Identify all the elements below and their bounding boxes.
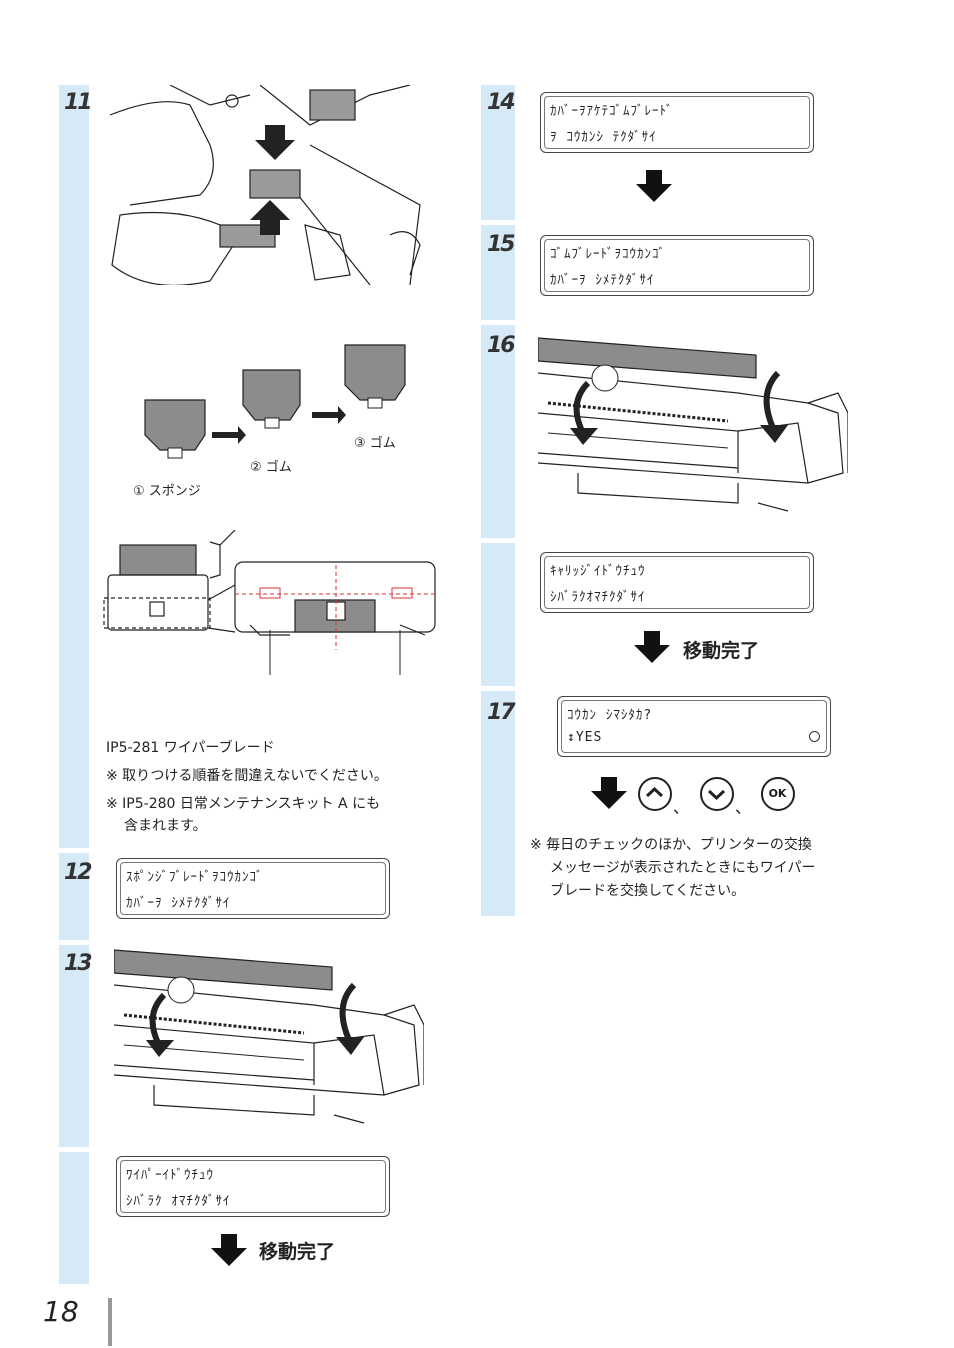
lcd-line-2: ↕YES: [567, 730, 603, 745]
step-16b-band: [481, 543, 515, 686]
step-number-13: 13: [64, 951, 93, 976]
down-arrow-icon: [636, 170, 672, 202]
part-number: IP5-281 ワイパーブレード: [106, 740, 275, 756]
label-rubber-2: ② ゴム: [250, 460, 292, 475]
blade-alignment-illustration: [103, 530, 436, 675]
up-button-icon: [638, 777, 672, 811]
lcd-line-2: ｼﾊﾞﾗｸｵﾏﾁｸﾀﾞｻｲ: [550, 590, 646, 605]
step-number-16: 16: [487, 333, 516, 358]
lcd-display-15: ｺﾞﾑﾌﾞﾚｰﾄﾞｦｺｳｶﾝｺﾞ ｶﾊﾞｰｦ ｼﾒﾃｸﾀﾞｻｲ: [540, 235, 814, 296]
note-replace-2: メッセージが表示されたときにもワイパー: [550, 860, 816, 876]
step-13-band: [59, 945, 89, 1147]
lcd-line-2: ｶﾊﾞｰｦ ｼﾒﾃｸﾀﾞｻｲ: [550, 273, 655, 288]
printer-close-cover-illustration-16: [538, 337, 848, 512]
movement-complete-label: 移動完了: [259, 1241, 336, 1263]
note-kit: ※ IP5-280 日常メンテナンスキット A にも: [106, 796, 381, 812]
step-number-15: 15: [487, 232, 516, 257]
lcd-display-17: ｺｳｶﾝ ｼﾏｼﾀｶ? ↕YES: [557, 696, 831, 757]
separator: 、: [735, 798, 752, 817]
lcd-line-1: ｺﾞﾑﾌﾞﾚｰﾄﾞｦｺｳｶﾝｺﾞ: [550, 247, 666, 262]
lcd-line-2: ｦ ｺｳｶﾝｼ ﾃｸﾀﾞｻｲ: [550, 130, 657, 145]
step-13b-band: [59, 1152, 89, 1284]
step-number-12: 12: [64, 860, 93, 885]
lcd-line-2: ｼﾊﾞﾗｸ ｵﾏﾁｸﾀﾞｻｲ: [126, 1194, 231, 1209]
ok-label: OK: [768, 787, 787, 800]
step-16-band: [481, 325, 515, 538]
lcd-display-14: ｶﾊﾞｰｦｱｹﾃｺﾞﾑﾌﾞﾚｰﾄﾞ ｦ ｺｳｶﾝｼ ﾃｸﾀﾞｻｲ: [540, 92, 814, 153]
lcd-line-1: ｽﾎﾟﾝｼﾞﾌﾞﾚｰﾄﾞｦｺｳｶﾝｺﾞ: [126, 870, 264, 885]
wiper-blade-install-illustration: [110, 85, 421, 285]
down-arrow-icon: [634, 631, 670, 663]
step-number-11: 11: [64, 90, 93, 115]
lcd-display-12: ｽﾎﾟﾝｼﾞﾌﾞﾚｰﾄﾞｦｺｳｶﾝｺﾞ ｶﾊﾞｰｦ ｼﾒﾃｸﾀﾞｻｲ: [116, 858, 390, 919]
lcd-line-2: ｶﾊﾞｰｦ ｼﾒﾃｸﾀﾞｻｲ: [126, 896, 231, 911]
blade-order-illustration: [144, 344, 406, 459]
printer-close-cover-illustration-13: [114, 949, 424, 1124]
lcd-display-16: ｷｬﾘｯｼﾞｲﾄﾞｳﾁｭｳ ｼﾊﾞﾗｸｵﾏﾁｸﾀﾞｻｲ: [540, 552, 814, 613]
step-14-band: [481, 85, 515, 220]
step-11-band: [59, 85, 89, 848]
movement-complete-label: 移動完了: [683, 640, 760, 662]
note-replace-1: ※ 毎日のチェックのほか、プリンターの交換: [530, 837, 812, 853]
step-number-17: 17: [487, 700, 516, 725]
note-order: ※ 取りつける順番を間違えないでください。: [106, 768, 388, 784]
lcd-display-13: ﾜｲﾊﾟｰｲﾄﾞｳﾁｭｳ ｼﾊﾞﾗｸ ｵﾏﾁｸﾀﾞｻｲ: [116, 1156, 390, 1217]
step-17-band: [481, 691, 515, 916]
lcd-line-1: ﾜｲﾊﾟｰｲﾄﾞｳﾁｭｳ: [126, 1168, 214, 1183]
step-15-band: [481, 225, 515, 320]
step-number-14: 14: [487, 90, 516, 115]
step-12-band: [59, 853, 89, 940]
down-button-icon: [700, 777, 734, 811]
enter-indicator-icon: [809, 731, 820, 742]
page-margin-bar: [108, 1298, 112, 1346]
page-number: 18: [43, 1295, 79, 1328]
separator: 、: [673, 798, 690, 817]
lcd-line-1: ｶﾊﾞｰｦｱｹﾃｺﾞﾑﾌﾞﾚｰﾄﾞ: [550, 104, 674, 119]
ok-button-icon: OK: [761, 777, 795, 811]
note-replace-3: ブレードを交換してください。: [550, 883, 746, 899]
down-arrow-icon: [211, 1234, 247, 1266]
lcd-line-1: ｷｬﾘｯｼﾞｲﾄﾞｳﾁｭｳ: [550, 564, 646, 579]
note-kit-cont: 含まれます。: [124, 818, 207, 834]
lcd-line-1: ｺｳｶﾝ ｼﾏｼﾀｶ?: [567, 708, 653, 723]
down-arrow-icon: [591, 777, 627, 809]
label-rubber-3: ③ ゴム: [354, 436, 396, 451]
label-sponge: ① スポンジ: [133, 484, 201, 499]
